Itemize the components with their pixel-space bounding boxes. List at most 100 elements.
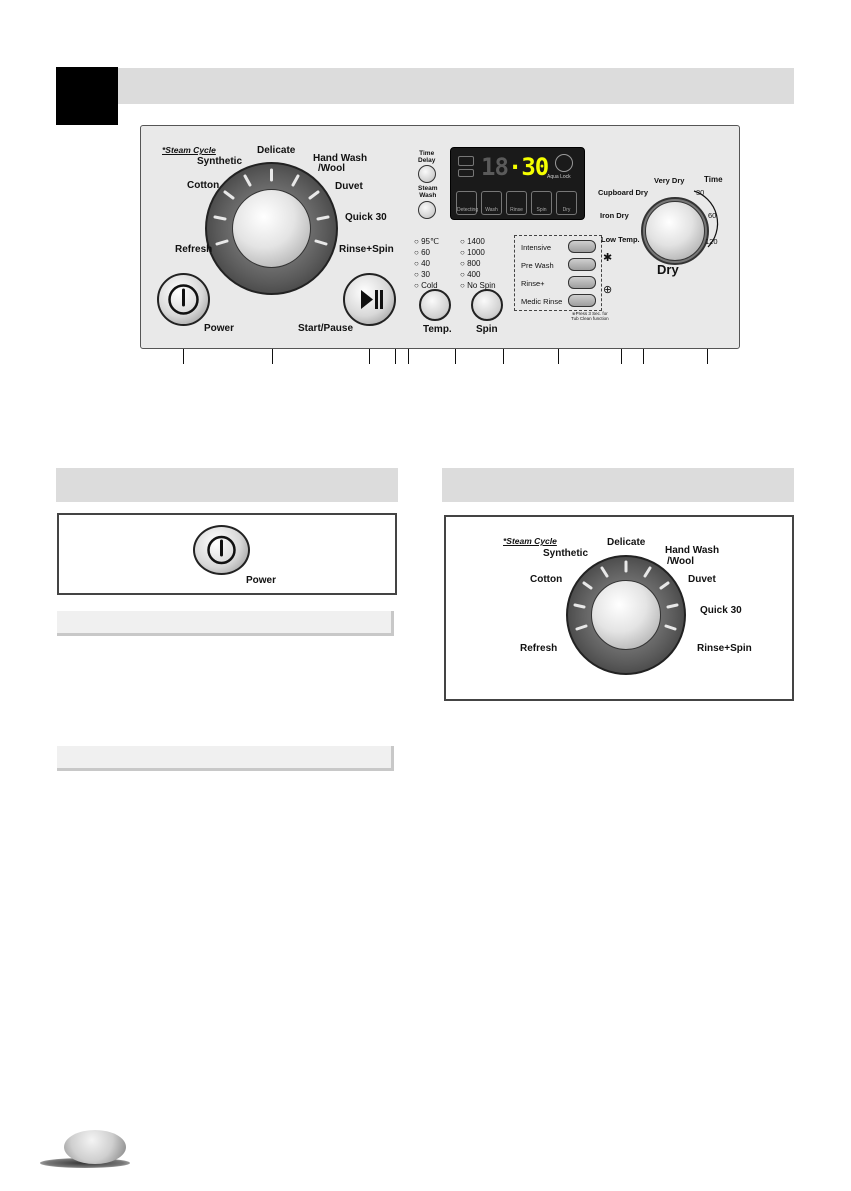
program-section-header <box>442 468 794 502</box>
spin-option[interactable]: ○ 800 <box>460 259 481 268</box>
callout-line <box>272 349 273 364</box>
program-delicate[interactable]: Delicate <box>257 145 296 156</box>
aqua-lock-icon <box>555 154 573 172</box>
program-hand-wash[interactable]: Hand Wash <box>313 153 368 164</box>
temp-option[interactable]: ○ 40 <box>414 259 430 268</box>
option-rinse-plus-button[interactable] <box>568 276 596 289</box>
program-delicate: Delicate <box>607 537 646 548</box>
program-wool: /Wool <box>318 163 346 174</box>
dry-time-120[interactable]: 120 <box>705 237 718 246</box>
callout-line <box>621 349 622 364</box>
spin-option[interactable]: ○ No Spin <box>460 281 496 290</box>
stage-dry: Dry <box>556 191 577 215</box>
door-lock-icon <box>458 156 474 166</box>
callout-line <box>707 349 708 364</box>
steam-wash-button[interactable] <box>418 201 436 219</box>
callout-line <box>369 349 370 364</box>
option-medic-rinse-label: Medic Rinse <box>521 297 563 306</box>
dry-label: Dry <box>657 262 679 277</box>
display-digits: 30 <box>521 153 549 181</box>
subsection-header <box>57 611 394 636</box>
callout-line <box>183 349 184 364</box>
spin-list: ○ 1400 ○ 1000 ○ 800 ○ 400 ○ No Spin <box>460 236 496 291</box>
program-synthetic: Synthetic <box>543 548 589 559</box>
program-duvet: Duvet <box>688 574 716 585</box>
time-arc <box>693 190 719 248</box>
temp-option[interactable]: ○ 95℃ <box>414 237 439 246</box>
dry-time-label: Time <box>704 175 723 184</box>
option-prewash-button[interactable] <box>568 258 596 271</box>
callout-line <box>503 349 504 364</box>
callout-line <box>395 349 396 364</box>
temp-label: Temp. <box>423 324 452 335</box>
tub-clean-icon: ⊕ <box>603 284 613 296</box>
program-rinse-spin: Rinse+Spin <box>697 643 752 654</box>
dry-dial-knob[interactable] <box>645 201 705 261</box>
program-dial-ticks <box>573 560 679 631</box>
option-intensive-button[interactable] <box>568 240 596 253</box>
callout-line <box>408 349 409 364</box>
subsection-header <box>57 746 394 771</box>
dry-iron-dry[interactable]: Iron Dry <box>600 211 629 220</box>
options-group <box>514 235 602 311</box>
spin-option[interactable]: ○ 400 <box>460 270 481 279</box>
program-dial-knob[interactable] <box>232 189 311 268</box>
power-section-header <box>56 468 398 502</box>
spin-option[interactable]: ○ 1400 <box>460 237 485 246</box>
program-wool: /Wool <box>667 556 695 567</box>
spin-label: Spin <box>476 324 498 335</box>
callout-line <box>643 349 644 364</box>
option-prewash-label: Pre Wash <box>521 261 554 270</box>
header-bar <box>118 68 794 104</box>
display-digits-dim: 18 <box>481 153 509 181</box>
callout-line <box>455 349 456 364</box>
dry-cupboard-dry[interactable]: Cupboard Dry <box>598 188 649 197</box>
temperature-list: ○ 95℃ ○ 60 ○ 40 ○ 30 ○ Cold <box>414 236 439 291</box>
time-delay-button[interactable] <box>418 165 436 183</box>
temp-option[interactable]: ○ 60 <box>414 248 430 257</box>
program-duvet[interactable]: Duvet <box>335 181 363 192</box>
power-illustration-label: Power <box>246 575 277 586</box>
power-icon <box>168 284 199 315</box>
dry-time-30[interactable]: 30 <box>696 188 705 197</box>
page-number-badge <box>64 1130 126 1164</box>
play-pause-icon <box>361 290 383 309</box>
program-synthetic[interactable]: Synthetic <box>197 156 243 167</box>
dry-very-dry[interactable]: Very Dry <box>654 176 685 185</box>
spin-option[interactable]: ○ 1000 <box>460 248 485 257</box>
stage-spin: Spin <box>531 191 552 215</box>
program-refresh[interactable]: Refresh <box>175 244 213 255</box>
aqua-lock-label: Aqua Lock <box>547 174 571 180</box>
program-rinse-spin[interactable]: Rinse+Spin <box>339 244 394 255</box>
temp-option[interactable]: ○ 30 <box>414 270 430 279</box>
option-medic-rinse-button[interactable] <box>568 294 596 307</box>
program-cotton: Cotton <box>530 574 563 585</box>
option-intensive-label: Intensive <box>521 243 552 252</box>
start-pause-label: Start/Pause <box>298 323 354 334</box>
program-dial-ticks <box>213 168 330 246</box>
program-cotton[interactable]: Cotton <box>187 180 220 191</box>
power-icon <box>207 535 236 565</box>
program-quick30: Quick 30 <box>700 605 742 616</box>
dry-low-temp[interactable]: Low Temp. <box>601 235 640 244</box>
stage-detecting: Detecting <box>456 191 478 215</box>
stage-wash: Wash <box>481 191 502 215</box>
child-lock-icon: ✱ <box>603 252 613 264</box>
option-rinse-plus-label: Rinse+ <box>521 279 545 288</box>
spin-button[interactable] <box>471 289 503 321</box>
steam-cycle-note: *Steam Cycle <box>503 536 557 546</box>
program-hand-wash: Hand Wash <box>665 545 720 556</box>
program-dial-knob <box>591 580 661 650</box>
delay-icon <box>458 169 474 177</box>
temp-option[interactable]: ○ Cold <box>414 281 438 290</box>
section-marker <box>56 67 118 125</box>
temp-button[interactable] <box>419 289 451 321</box>
dry-time-60[interactable]: 60 <box>708 211 717 220</box>
program-quick30[interactable]: Quick 30 <box>345 212 387 223</box>
power-label: Power <box>204 323 235 334</box>
steam-cycle-note: *Steam Cycle <box>162 145 216 155</box>
stage-rinse: Rinse <box>506 191 527 215</box>
